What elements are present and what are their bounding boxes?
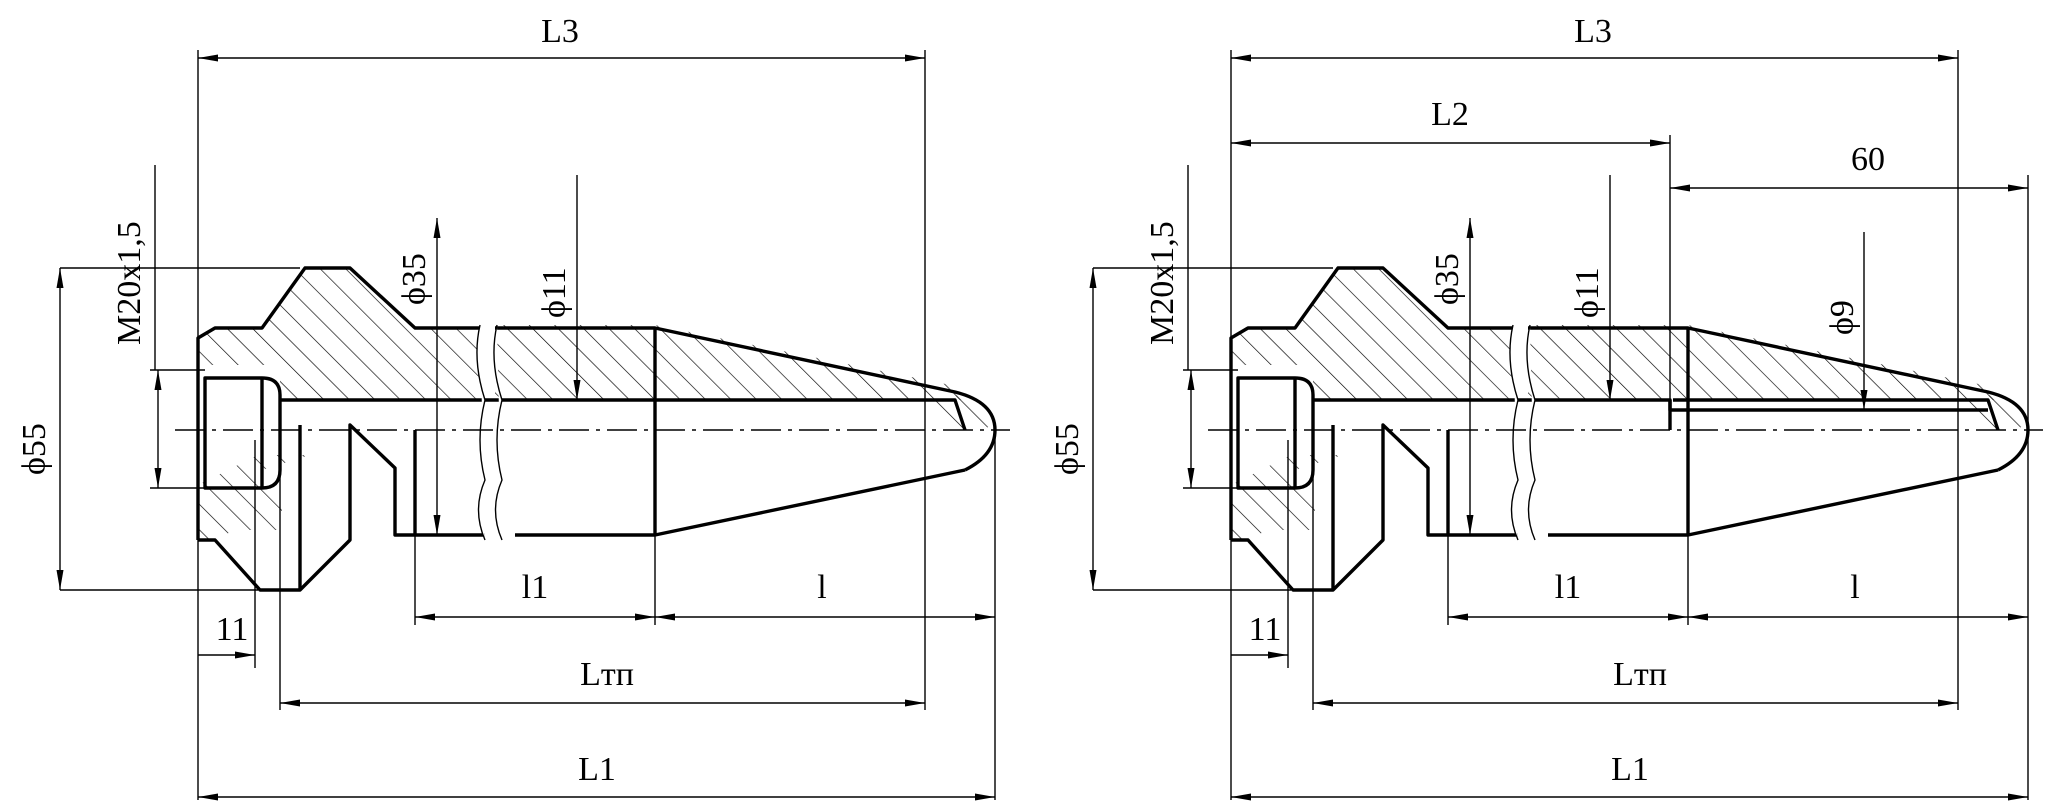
- left-section-tube: [495, 325, 985, 400]
- right-outline-bottom: [1231, 423, 1518, 592]
- left-outline-bottom: [198, 423, 485, 592]
- right-section-lower: [1231, 455, 1343, 540]
- view-right: L3 L2 60 M20x1,5 ϕ35 ϕ11 ϕ9 ϕ55 11 l1 l …: [1049, 13, 2043, 801]
- right-outline-bottom-tube: [1548, 468, 1999, 537]
- left-label-d55: ϕ55: [16, 423, 53, 475]
- right-label-d9: ϕ9: [1824, 300, 1861, 335]
- right-label-60: 60: [1851, 141, 1885, 178]
- right-section-tube: [1528, 325, 2018, 400]
- right-label-d55: ϕ55: [1049, 423, 1086, 475]
- left-section-upper: [198, 268, 480, 400]
- left-label-l: l: [817, 569, 826, 606]
- left-label-thread: M20x1,5: [111, 221, 148, 345]
- left-label-Ltp: Lтп: [580, 656, 634, 693]
- right-label-l: l: [1850, 569, 1859, 606]
- right-label-Ltp: Lтп: [1613, 656, 1667, 693]
- right-label-11: 11: [1249, 611, 1282, 648]
- right-bore: [1313, 398, 2000, 431]
- left-label-d11: ϕ11: [536, 267, 573, 318]
- right-outline-top: [1229, 266, 1513, 540]
- right-label-L3: L3: [1574, 13, 1612, 50]
- right-label-L1: L1: [1611, 751, 1649, 788]
- view-left: L3 M20x1,5 ϕ35 ϕ11 ϕ55 11 l1 l Lтп L1: [16, 13, 1010, 801]
- right-label-thread: M20x1,5: [1144, 221, 1181, 345]
- right-label-l1: l1: [1555, 569, 1581, 606]
- left-outline-bottom-tube: [515, 468, 966, 537]
- right-section-upper: [1231, 268, 1513, 400]
- left-label-11: 11: [216, 611, 249, 648]
- left-outline-top: [196, 266, 480, 540]
- left-bore: [280, 398, 967, 431]
- left-section-lower: [198, 455, 310, 540]
- right-label-d11: ϕ11: [1569, 267, 1606, 318]
- left-label-L3: L3: [541, 13, 579, 50]
- right-label-d35: ϕ35: [1429, 253, 1466, 305]
- left-label-d35: ϕ35: [396, 253, 433, 305]
- left-outline-top-tube: [495, 326, 997, 472]
- right-bore-step: [1668, 400, 1988, 412]
- right-label-L2: L2: [1431, 96, 1469, 133]
- left-label-l1: l1: [522, 569, 548, 606]
- left-label-L1: L1: [578, 751, 616, 788]
